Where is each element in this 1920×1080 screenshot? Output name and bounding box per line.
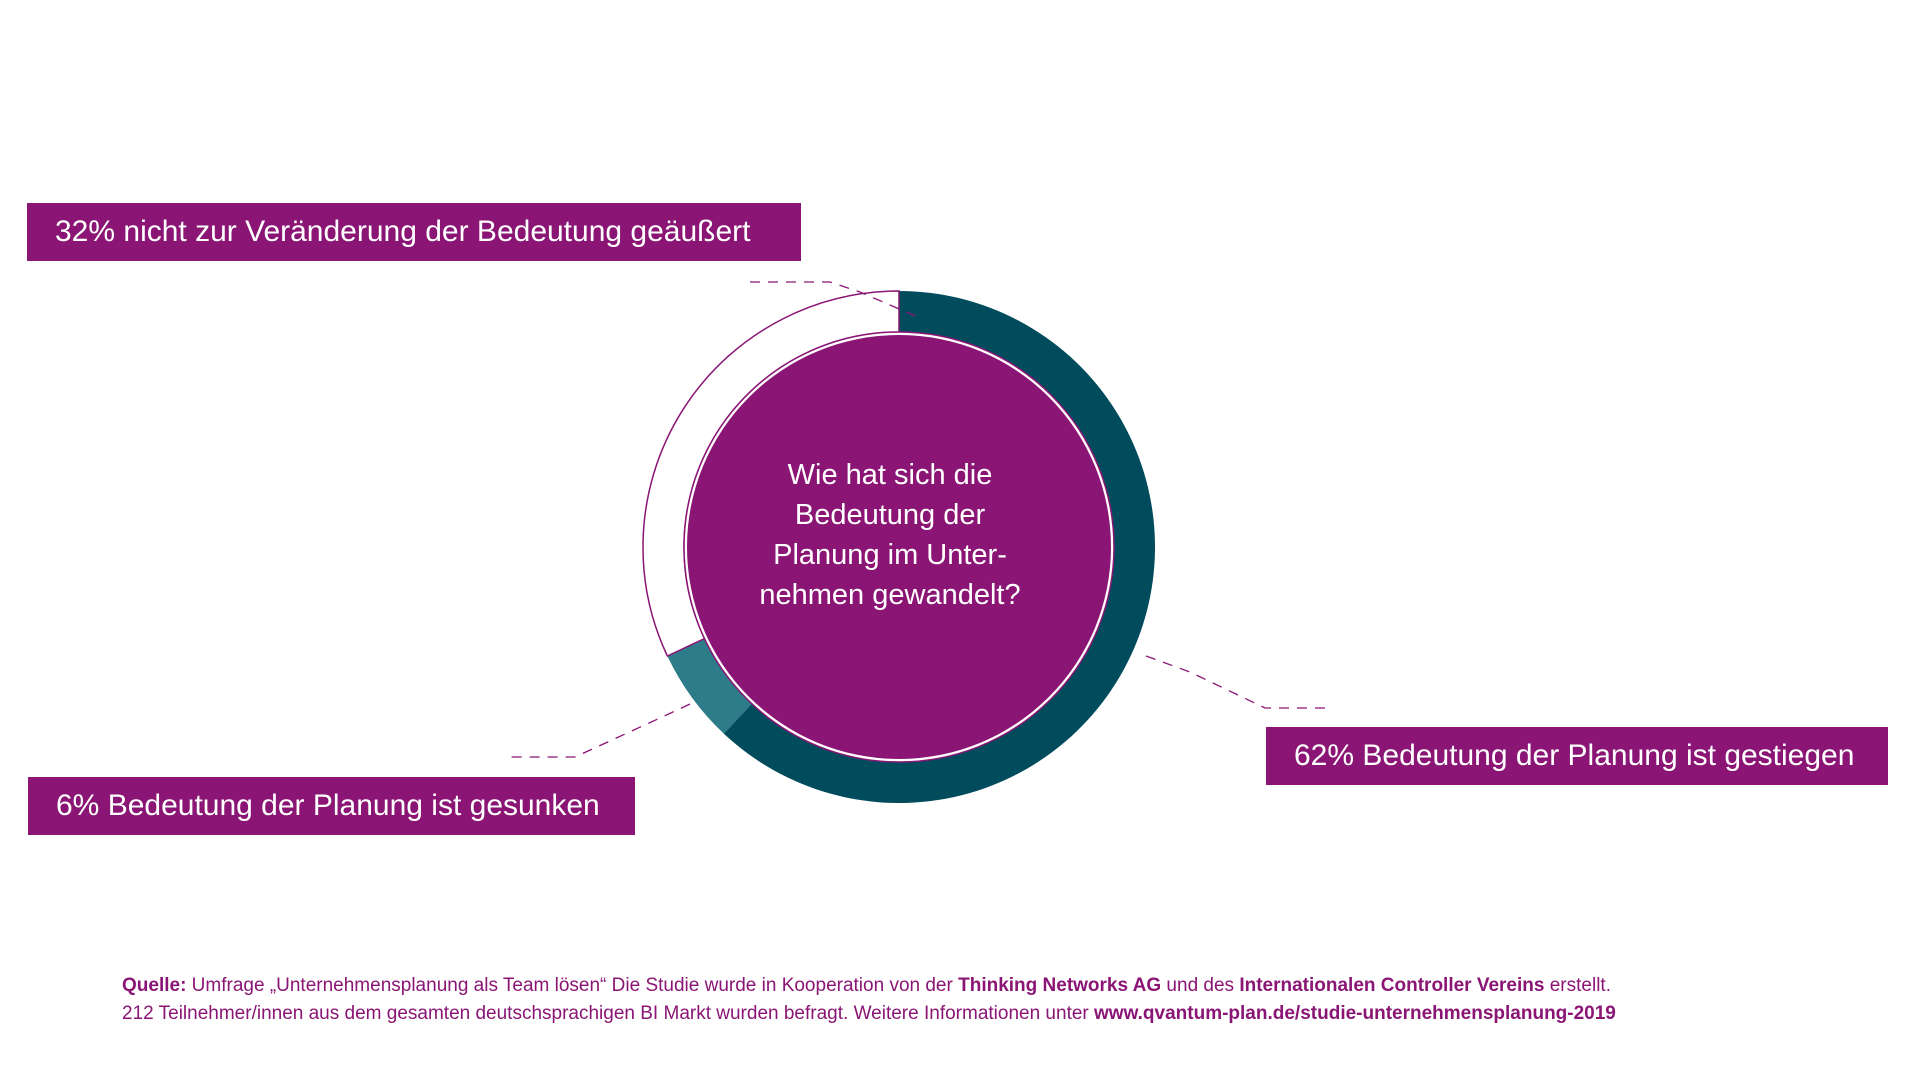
source-text: 212 Teilnehmer/innen aus dem gesamten de…: [122, 1003, 1095, 1024]
source-text: erstellt.: [1544, 975, 1611, 996]
source-text: und des: [1161, 975, 1240, 996]
source-note: Quelle: Umfrage „Unternehmensplanung als…: [122, 972, 1822, 1028]
source-prefix: Quelle:: [122, 975, 187, 996]
center-question-line: Wie hat sich die: [787, 459, 993, 491]
center-question-line: Bedeutung der: [794, 499, 986, 531]
center-question: Wie hat sich die Bedeutung der Planung i…: [740, 455, 1040, 615]
source-text: Umfrage „Unternehmensplanung als Team lö…: [186, 975, 959, 996]
donut-slice-0: [723, 291, 1155, 803]
center-disc: [687, 335, 1111, 759]
leader-line-increased: [1145, 655, 1325, 709]
leader-line-unchanged: [750, 281, 921, 319]
slice-label-unchanged: 32% nicht zur Veränderung der Bedeutung …: [27, 203, 801, 261]
center-question-line: nehmen gewandelt?: [759, 579, 1021, 611]
source-line-1: Quelle: Umfrage „Unternehmensplanung als…: [122, 972, 1822, 1000]
source-url: www.qvantum-plan.de/studie-unternehmensp…: [1094, 1003, 1616, 1024]
slice-label-increased: 62% Bedeutung der Planung ist gestiegen: [1266, 727, 1888, 785]
source-org-2: Internationalen Controller Vereins: [1239, 975, 1545, 996]
donut-slice-1: [667, 638, 752, 734]
center-question-line: Planung im Unter-: [773, 539, 1007, 571]
leader-line-decreased: [505, 703, 691, 758]
leader-lines: [505, 281, 1325, 758]
source-line-2: 212 Teilnehmer/innen aus dem gesamten de…: [122, 1000, 1822, 1028]
slice-label-decreased: 6% Bedeutung der Planung ist gesunken: [28, 777, 635, 835]
source-org-1: Thinking Networks AG: [958, 975, 1162, 996]
